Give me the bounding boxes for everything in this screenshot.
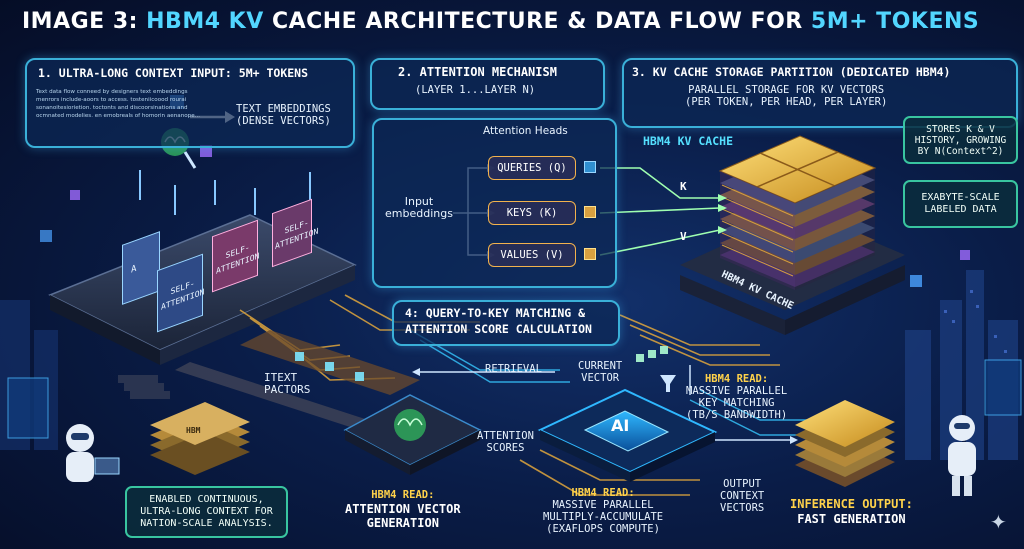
v-arrow-label: V [680,230,687,243]
panel-context-input [25,58,355,148]
enabled-context-callout: ENABLED CONTINUOUS,ULTRA-LONG CONTEXT FO… [125,486,288,538]
sparkle-icon: ✦ [990,510,1007,534]
multiply-accumulate-label: HBM4 READ: MASSIVE PARALLEL MULTIPLY-ACC… [543,487,664,535]
hbm-chip-label: HBM [186,426,201,435]
retrieval-label: RETRIEVAL [485,363,542,375]
k-vector-cube [584,206,596,218]
ai-chip-art [537,388,718,482]
skyline-right [905,270,1018,460]
inference-output-label: INFERENCE OUTPUT: FAST GENERATION [790,497,913,526]
brain-chip [343,394,482,475]
panel1-body-text: Text data flow conneed by designers text… [36,89,201,119]
output-stack [795,400,895,487]
v-vector-cube [584,248,596,260]
values-node: VALUES (V) [488,243,576,267]
hbm-chip-stack [150,402,250,475]
panel4-heading: 4: QUERY-TO-KEY MATCHING &ATTENTION SCOR… [405,306,592,336]
panel-attention-mechanism [370,58,605,110]
panel1-heading: 1. ULTRA-LONG CONTEXT INPUT: 5M+ TOKENS [38,66,309,80]
kv-cache-stack [680,135,905,335]
hbm4-read-key-matching: HBM4 READ: MASSIVE PARALLEL KEY MATCHING… [686,373,788,421]
attention-heads-label: Attention Heads [483,125,568,137]
keys-node: KEYS (K) [488,201,576,225]
panel2-heading: 2. ATTENTION MECHANISM [398,65,557,79]
page-title: IMAGE 3: HBM4 KV CACHE ARCHITECTURE & DA… [22,9,980,34]
q-vector-cube [584,161,596,173]
robot-right-art [948,415,976,496]
funnel-shape [660,375,676,392]
panel2-subheading: (LAYER 1...LAYER N) [415,84,536,96]
panel3-subtext: PARALLEL STORAGE FOR KV VECTORS(PER TOKE… [685,84,888,108]
robot-left-art [66,424,120,482]
text-embeddings-label: TEXT EMBEDDINGS(DENSE VECTORS) [236,103,331,127]
queries-node: QUERIES (Q) [488,156,576,180]
ai-chip-label: AI [611,416,630,435]
panel-query-key-matching [392,300,620,346]
hbm4-kv-cache-label: HBM4 KV CACHE [643,134,734,148]
panel3-heading: 3. KV CACHE STORAGE PARTITION (DEDICATED… [632,65,951,79]
k-arrow-label: K [680,180,687,193]
attention-vector-generation: HBM4 READ: ATTENTION VECTOR GENERATION [345,489,461,530]
